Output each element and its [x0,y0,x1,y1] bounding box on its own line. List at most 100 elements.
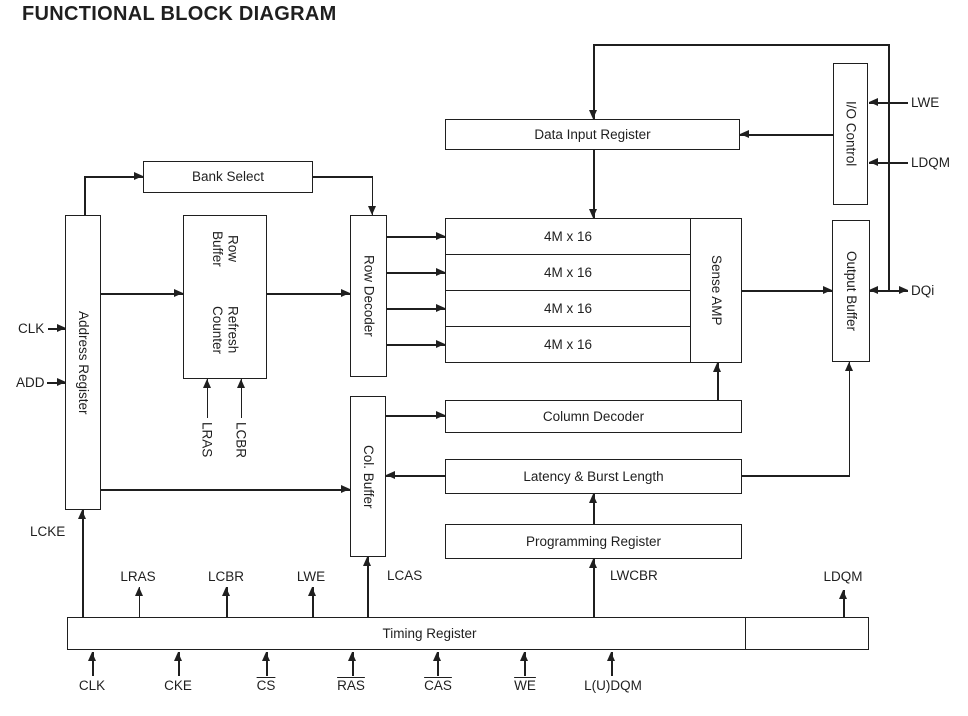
label-lras-timing: LRAS [120,569,156,584]
label-pin-cke: CKE [164,678,192,693]
edge-lcbr-refresh [240,379,242,418]
edge-pin-clk [92,652,94,676]
arrowhead-lcbr-refresh [236,379,245,388]
arrowhead-lcbr-timing [222,587,230,596]
memory-bank-3: 4M x 16 [446,291,690,327]
label-lwe-timing: LWE [296,569,326,584]
edge-lcbr-timing [226,587,228,617]
block-column-decoder-label: Column Decoder [542,408,645,424]
edge-senseamp-to-outputbuffer [742,290,832,292]
label-pin-ras: RAS [337,678,365,693]
block-data-input-register: Data Input Register [445,119,740,150]
arrowhead-pin-ludqm [607,652,615,661]
block-latency-burst-length: Latency & Burst Length [445,459,742,494]
block-bank-select-label: Bank Select [191,169,265,185]
label-lras-refresh: LRAS [199,422,215,458]
arrowhead-dqi-in [869,286,878,294]
arrowhead-into-rowdecoder-top [368,206,376,215]
arrowhead-into-data-input-right [740,130,749,138]
edge-pin-ludqm [611,652,613,676]
edge-pin-cas [437,652,439,676]
block-col-buffer: Col. Buffer [350,396,386,557]
block-col-buffer-label: Col. Buffer [360,444,376,509]
edge-rowdecoder-bank3 [387,308,445,310]
block-programming-register-label: Programming Register [525,533,662,549]
arrowhead-ldqm [869,158,878,166]
block-io-control-label: I/O Control [843,101,859,167]
arrowhead-bank3 [436,304,445,312]
arrowhead-bank1 [436,232,445,240]
edge-rowdecoder-bank1 [387,236,445,238]
memory-banks: 4M x 16 4M x 16 4M x 16 4M x 16 [446,219,690,362]
edge-dqi [869,290,908,292]
edge-ldqm-timing [843,590,845,617]
memory-bank-1-label: 4M x 16 [543,228,593,244]
arrowhead-clk-in [57,324,66,332]
block-row-buffer-refresh-counter: Row Buffer Refresh Counter [183,215,267,379]
edge-latency-to-outputbuffer [848,362,850,476]
edge-latency-to-colbuffer [386,475,445,477]
block-sense-amp-label: Sense AMP [708,255,724,326]
edge-dq-vertical [888,44,890,291]
label-lcke: LCKE [30,524,66,539]
arrowhead-into-coldecoder [436,411,445,419]
edge-latency-right [742,475,850,477]
label-pin-ludqm: L(U)DQM [584,678,642,693]
edge-rowdecoder-bank4 [387,344,445,346]
edge-addrreg-to-bankselect [84,176,143,178]
arrowhead-lwe-timing [308,587,316,596]
label-lcbr-refresh: LCBR [233,422,249,459]
label-lwcbr: LWCBR [610,568,658,583]
arrowhead-lras-timing [134,587,143,596]
arrowhead-ldqm-timing [839,590,847,599]
arrowhead-into-outputbuffer [823,286,832,294]
block-programming-register: Programming Register [445,524,742,559]
label-ldqm-timing: LDQM [823,569,863,584]
arrowhead-add-in [57,378,66,386]
label-clk-in: CLK [18,321,45,336]
edge-rowdecoder-bank2 [387,272,445,274]
memory-bank-2-label: 4M x 16 [543,264,593,280]
edge-add-in [47,382,66,384]
arrowhead-lcke [78,510,86,519]
arrowhead-pin-ras [348,652,356,661]
edge-datainput-to-array [593,150,595,218]
edge-lcas [367,557,369,617]
label-lcbr-timing: LCBR [207,569,245,584]
arrowhead-lcas [363,557,371,566]
edge-bankselect-right [313,176,373,178]
edge-top-rail [593,44,890,46]
arrowhead-into-outputbuffer-bottom [845,362,853,371]
arrowhead-into-rowdecoder [341,289,350,297]
edge-bankselect-down [371,176,373,215]
arrowhead-pin-cas [433,652,441,661]
arrowhead-into-bankselect [134,172,143,180]
edge-coldecoder-to-senseamp [717,363,719,400]
edge-lras-timing [138,587,140,617]
arrowhead-lras-refresh [202,379,211,388]
edge-top-to-data-input [593,44,595,119]
label-add-in: ADD [16,375,45,390]
label-lcas: LCAS [387,568,423,583]
edge-pin-cke [178,652,180,676]
block-row-decoder-label: Row Decoder [361,255,377,337]
edge-lras-refresh [206,379,208,418]
edge-ldqm-to-iocontrol [869,162,908,164]
edge-lcke [82,510,84,617]
edge-lwe-to-iocontrol [869,102,908,104]
memory-bank-4: 4M x 16 [446,327,690,362]
memory-bank-2: 4M x 16 [446,255,690,291]
edge-iocontrol-to-datainput [740,134,833,136]
block-timing-register: Timing Register [67,617,869,650]
edge-lwcbr [593,559,595,617]
arrowhead-lwe [869,98,878,106]
block-timing-register-label: Timing Register [382,625,477,641]
label-pin-clk: CLK [78,678,106,693]
edge-addrreg-to-colbuffer [100,489,350,491]
arrowhead-bank2 [436,268,445,276]
arrowhead-into-array-top [589,209,597,218]
arrowhead-into-data-input-top [589,110,597,119]
label-pin-cas: CAS [424,678,452,693]
edge-addrreg-to-rowbuffer [100,293,183,295]
